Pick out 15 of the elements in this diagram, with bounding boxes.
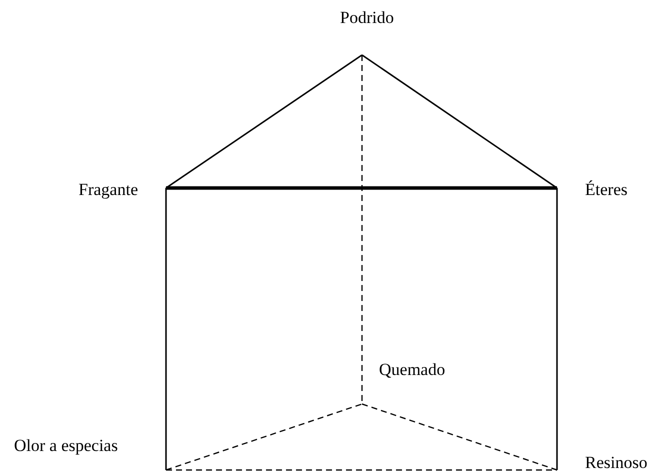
prism-edge [361, 55, 363, 404]
vertex-label: Olor a especias [14, 436, 118, 456]
prism-edge [362, 54, 558, 189]
prism-edge [166, 54, 362, 189]
vertex-label: Fragante [78, 180, 138, 200]
prism-edge [165, 188, 167, 470]
prism-edge [166, 469, 557, 471]
prism-edge [362, 403, 558, 471]
prism-edge [556, 188, 558, 470]
prism-edge [166, 186, 557, 190]
vertex-label: Éteres [585, 180, 628, 200]
vertex-label: Resinoso [585, 453, 648, 473]
prism-edge [166, 403, 362, 471]
vertex-label: Podrido [340, 8, 394, 28]
vertex-label: Quemado [379, 360, 446, 380]
